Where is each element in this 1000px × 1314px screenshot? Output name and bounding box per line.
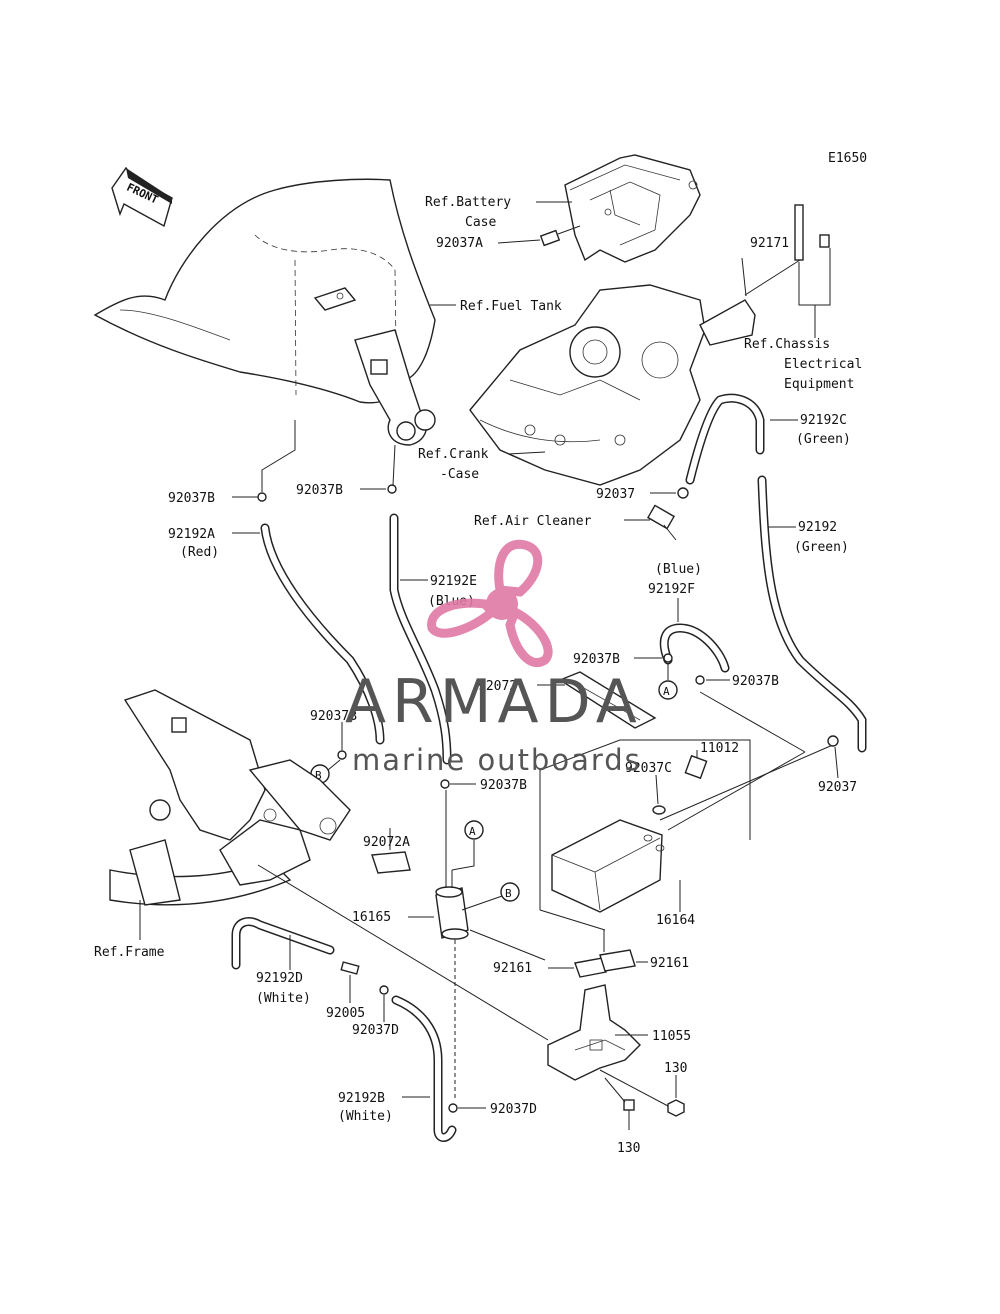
clamp-92037B-right2	[695, 675, 705, 685]
label-92037B-right1: 92037B	[573, 652, 620, 667]
label-92192E: 92192E	[430, 574, 477, 589]
label-92072: 92072	[478, 679, 517, 694]
label-92037C: 92037C	[625, 761, 672, 776]
fitting-92005	[340, 961, 360, 975]
frame	[109, 689, 351, 906]
label-92192B: 92192B	[338, 1091, 385, 1106]
label-ref-battery-case-1: Ref.Battery	[425, 195, 511, 210]
front-arrow-icon: FRONT	[111, 166, 173, 228]
bolt-130-bottom	[623, 1099, 635, 1130]
watermark-title: ARMADA	[345, 667, 643, 737]
label-92037B-center: 92037B	[480, 778, 527, 793]
label-ref-crank-2: -Case	[440, 467, 479, 482]
label-ref-air-cleaner: Ref.Air Cleaner	[474, 514, 592, 529]
label-92037D-bottom: 92037D	[490, 1102, 537, 1117]
callout-A-center	[464, 820, 484, 840]
label-ref-chassis-3: Equipment	[784, 377, 854, 392]
label-ref-frame: Ref.Frame	[94, 945, 165, 960]
label-11055: 11055	[652, 1029, 691, 1044]
label-92161-left: 92161	[493, 961, 532, 976]
label-92192B-color: (White)	[338, 1109, 393, 1124]
armada-logo-icon	[427, 539, 553, 667]
label-92037B-mid: 92037B	[296, 483, 343, 498]
callout-A-right	[658, 680, 678, 700]
callout-A-right-text: A	[663, 685, 670, 698]
chassis-bolt	[819, 234, 830, 248]
label-ref-battery-case-2: Case	[465, 215, 496, 230]
label-92192A: 92192A	[168, 527, 215, 542]
callout-B-center-text: B	[505, 887, 512, 900]
bracket-11055	[547, 984, 641, 1081]
label-92072A: 92072A	[363, 835, 410, 850]
chassis-pipe	[794, 204, 804, 261]
air-cleaner-fitting	[647, 504, 677, 541]
label-92192F: 92192F	[648, 582, 695, 597]
canister-frame	[539, 739, 751, 910]
label-92037D-top: 92037D	[352, 1023, 399, 1038]
label-11012: 11012	[700, 741, 739, 756]
label-92161-right: 92161	[650, 956, 689, 971]
clamp-92037-top	[677, 487, 689, 499]
clamp-92037B-left	[257, 492, 267, 502]
label-ref-crank-1: Ref.Crank	[418, 447, 489, 462]
bolt-92037A	[539, 225, 581, 247]
watermark-subtitle: marine outboards	[352, 743, 642, 777]
label-92037-top: 92037	[596, 487, 635, 502]
clamp-92037C	[652, 805, 666, 815]
label-92192A-color: (Red)	[180, 545, 219, 560]
label-92037-right: 92037	[818, 780, 857, 795]
bracket-92171	[699, 299, 756, 346]
filter-16165	[435, 870, 506, 940]
label-130-top: 130	[664, 1061, 687, 1076]
bolt-130-top	[667, 1099, 685, 1117]
diagram-code: E1650	[828, 151, 867, 166]
label-92171: 92171	[750, 236, 789, 251]
canister-16164	[551, 819, 665, 913]
label-92192C: 92192C	[800, 413, 847, 428]
crankcase	[469, 284, 706, 486]
clamp-92037D-top	[379, 985, 389, 995]
clamp-92037B-lower	[337, 750, 347, 760]
pad-92072A	[371, 851, 411, 874]
pad-92161-right	[599, 949, 636, 972]
callout-B-left-text: B	[315, 769, 322, 782]
fuel-tank	[93, 178, 436, 446]
pad-92161-left	[574, 957, 607, 978]
label-16165: 16165	[352, 910, 391, 925]
battery-case	[564, 154, 701, 263]
clamp-92037-right	[827, 735, 839, 747]
label-92192D-color: (White)	[256, 991, 311, 1006]
label-92192C-color: (Green)	[796, 432, 851, 447]
pipe-11012	[684, 754, 708, 780]
label-92192-color: (Green)	[794, 540, 849, 555]
label-ref-fuel-tank: Ref.Fuel Tank	[460, 299, 562, 314]
callout-A-center-text: A	[469, 825, 476, 838]
label-92037B-left: 92037B	[168, 491, 215, 506]
label-92192F-color: (Blue)	[655, 562, 702, 577]
callout-B-center	[500, 882, 520, 902]
label-92005: 92005	[326, 1006, 365, 1021]
label-ref-chassis-2: Electrical	[784, 357, 862, 372]
label-92037B-right2: 92037B	[732, 674, 779, 689]
clamp-92037B-mid	[387, 484, 397, 494]
label-130-bottom: 130	[617, 1141, 640, 1156]
clamp-92037D-bottom	[448, 1103, 458, 1113]
clamp-92037B-right1	[663, 653, 673, 663]
strap-92072	[558, 671, 657, 729]
label-92192D: 92192D	[256, 971, 303, 986]
label-16164: 16164	[656, 913, 695, 928]
label-92037A: 92037A	[436, 236, 483, 251]
label-ref-chassis-1: Ref.Chassis	[744, 337, 830, 352]
clamp-92037B-center	[440, 779, 450, 789]
label-92192: 92192	[798, 520, 837, 535]
label-92037B-lower: 92037B	[310, 709, 357, 724]
